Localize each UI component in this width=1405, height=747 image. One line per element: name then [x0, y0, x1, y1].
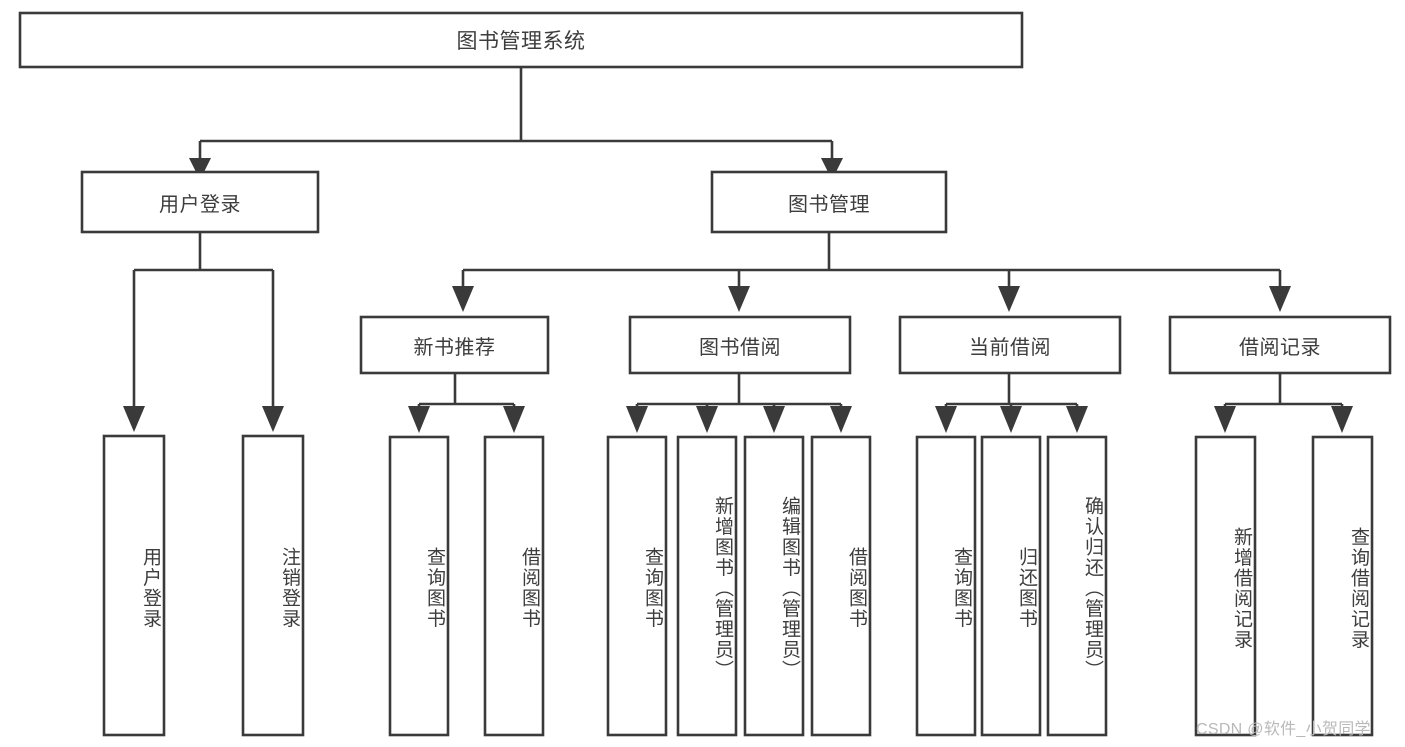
connector-borrow-record-bus: [1223, 373, 1344, 410]
node-box-borrow-record[interactable]: [1168, 315, 1392, 375]
arrowhead-to-new-book-rec: [452, 286, 474, 312]
node-box-leaf-confirm-return-admin[interactable]: [1046, 435, 1108, 737]
connector-new-book-rec-bus: [417, 373, 516, 410]
node-box-leaf-user-logout[interactable]: [241, 434, 305, 737]
node-box-new-book-rec[interactable]: [359, 315, 550, 375]
arrowhead-to-leaf-confirm-return-admin: [1066, 406, 1088, 433]
arrowhead-to-leaf-query-book-borrow: [626, 406, 648, 433]
node-box-leaf-query-book-current[interactable]: [915, 435, 977, 737]
arrowhead-to-leaf-borrow-book-rec: [503, 406, 525, 433]
arrowhead-to-leaf-query-borrow-record: [1331, 406, 1353, 433]
arrowhead-to-leaf-borrow-book: [830, 406, 852, 433]
arrowhead-to-book-borrow: [728, 286, 750, 312]
arrowhead-to-leaf-query-book-current: [935, 406, 957, 433]
node-box-leaf-user-login[interactable]: [102, 434, 166, 737]
arrowhead-to-borrow-record: [1269, 286, 1291, 312]
arrowhead-to-leaf-return-book: [1000, 406, 1022, 433]
node-box-leaf-return-book[interactable]: [980, 435, 1042, 737]
node-box-leaf-query-book-rec[interactable]: [388, 435, 450, 737]
node-box-book-borrow[interactable]: [628, 315, 852, 375]
arrowhead-to-leaf-user-login: [123, 406, 145, 432]
node-box-book-manage[interactable]: [710, 170, 948, 234]
node-box-leaf-borrow-book-rec[interactable]: [483, 435, 545, 737]
connector-book-manage-bus: [461, 232, 1282, 288]
node-box-leaf-add-book-admin[interactable]: [676, 435, 738, 737]
node-box-user-login[interactable]: [80, 170, 320, 234]
node-box-leaf-add-borrow-record[interactable]: [1194, 435, 1257, 737]
arrowhead-to-book-manage: [821, 158, 843, 180]
node-box-root[interactable]: [18, 11, 1024, 69]
connector-root-to-level2: [198, 67, 834, 160]
connector-current-borrow-bus: [944, 373, 1079, 410]
arrowhead-to-leaf-query-book-rec: [408, 406, 430, 433]
csdn-watermark: CSDN @软件_小贺同学: [1196, 721, 1371, 738]
node-box-leaf-query-borrow-record[interactable]: [1311, 435, 1374, 737]
arrowhead-to-leaf-add-borrow-record: [1214, 406, 1236, 433]
arrowhead-to-leaf-edit-book-admin: [763, 406, 785, 433]
node-box-current-borrow[interactable]: [898, 315, 1122, 375]
node-box-leaf-edit-book-admin[interactable]: [743, 435, 805, 737]
connector-user-login-bus: [132, 232, 275, 408]
arrowhead-to-current-borrow: [998, 286, 1020, 312]
connector-book-borrow-bus: [635, 373, 843, 410]
arrowhead-to-leaf-add-book-admin: [696, 406, 718, 433]
node-box-leaf-query-book-borrow[interactable]: [606, 435, 668, 737]
arrowhead-to-user-login: [189, 158, 211, 180]
node-box-layer: [18, 11, 1392, 737]
arrowhead-to-leaf-user-logout: [262, 406, 284, 432]
node-box-leaf-borrow-book[interactable]: [810, 435, 872, 737]
connector-layer: [123, 67, 1353, 433]
